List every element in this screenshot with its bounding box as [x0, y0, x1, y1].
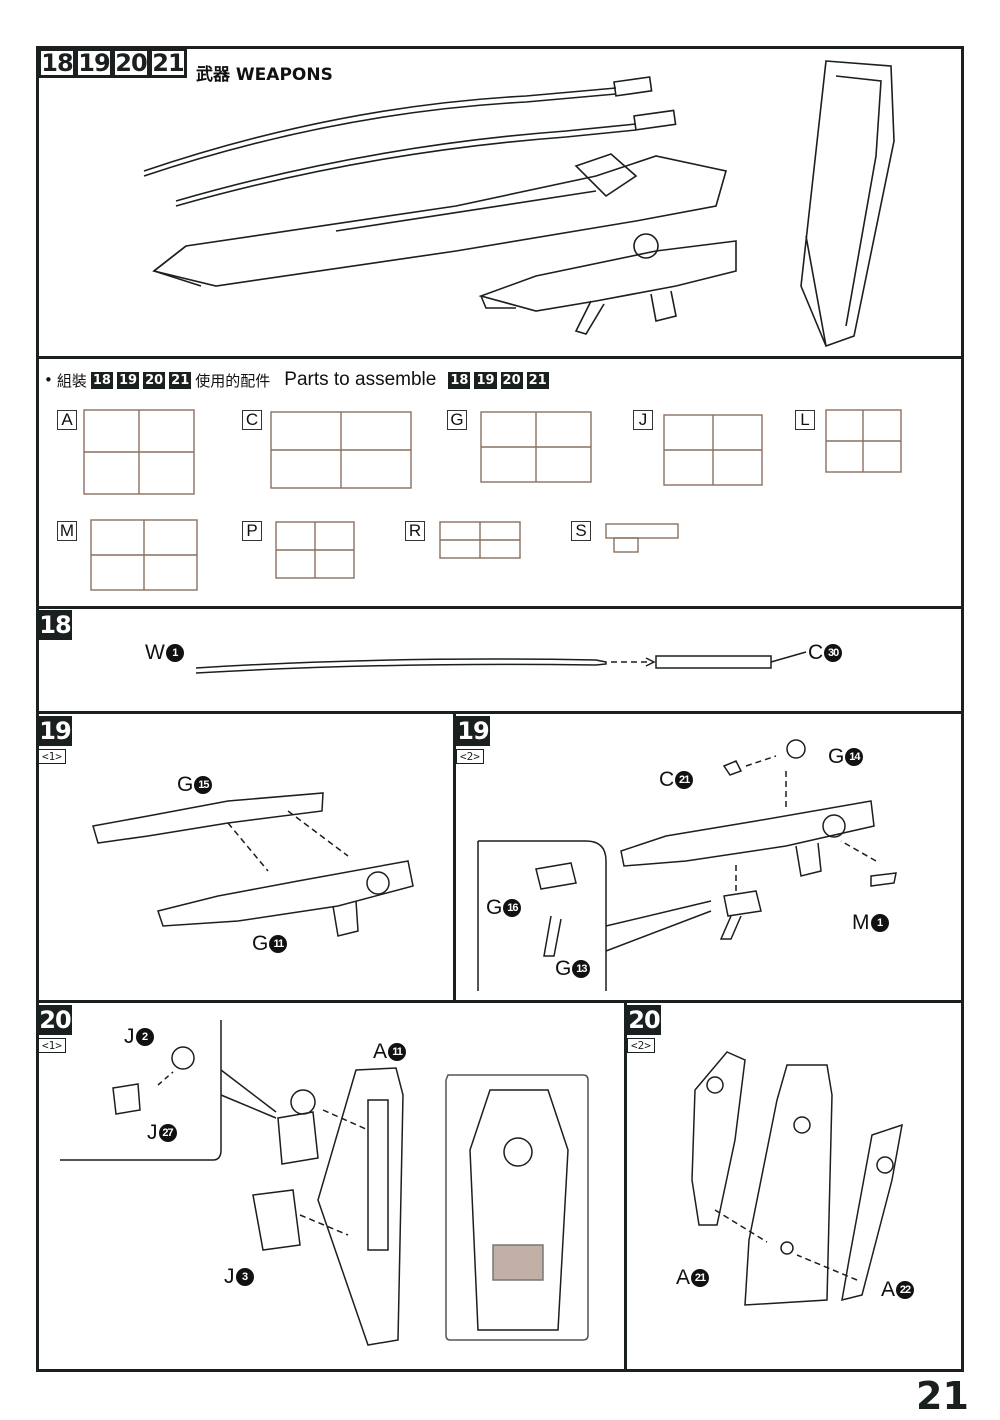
step-tag: 18 [448, 371, 471, 389]
runner-label-r: R [405, 521, 425, 541]
step-20b-number: 20 [627, 1005, 661, 1035]
runner-label-l: L [795, 410, 815, 430]
step-19b-illustration [477, 739, 897, 991]
parts-to-assemble-line: • 組裝 18 19 20 21 使用的配件 Parts to assemble… [44, 369, 549, 391]
step-number-21: 21 [149, 48, 187, 78]
page-frame [36, 46, 964, 1372]
step-20a-number: 20 [38, 1005, 72, 1035]
runner-label-c: C [242, 410, 262, 430]
runner-label-p: P [242, 521, 262, 541]
parts-label-cn-prefix: 組裝 [56, 371, 87, 390]
weapons-illustration [143, 60, 895, 348]
step-19b-number: 19 [456, 716, 490, 746]
step-18-number: 18 [38, 610, 72, 640]
step-number-18: 18 [38, 48, 76, 78]
step-number-20: 20 [112, 48, 150, 78]
step-20b-illustration [691, 1051, 903, 1306]
step-tag: 19 [116, 371, 140, 389]
divider [453, 711, 456, 1003]
runner-sprues [83, 409, 902, 591]
step-18-illustration [195, 651, 807, 674]
runner-label-g: G [447, 410, 467, 430]
runner-label-a: A [57, 410, 77, 430]
step-19a-sub: <1> [38, 749, 66, 764]
step-20a-sub: <1> [38, 1038, 66, 1053]
divider [624, 1000, 627, 1372]
divider [36, 711, 964, 714]
step-tag: 18 [90, 371, 113, 389]
runner-label-m: M [57, 521, 77, 541]
step-tag: 20 [500, 371, 523, 389]
step-20b-sub: <2> [627, 1038, 655, 1053]
parts-label-en: Parts to assemble [284, 369, 437, 390]
divider [36, 356, 964, 359]
runner-label-s: S [571, 521, 591, 541]
runner-label-j: J [633, 410, 653, 430]
step-tag: 21 [169, 371, 192, 389]
divider [36, 1000, 964, 1003]
step-tag: 20 [143, 371, 166, 389]
page-number: 21 [916, 1374, 969, 1418]
step-tag: 19 [474, 371, 497, 389]
step-19a-illustration [92, 792, 414, 937]
page-title: 武器 WEAPONS [196, 65, 333, 85]
divider [36, 606, 964, 609]
step-19a-number: 19 [38, 716, 72, 746]
parts-label-cn-suffix: 使用的配件 [195, 371, 271, 390]
bullet: • [44, 371, 53, 389]
step-19b-sub: <2> [456, 749, 484, 764]
step-tag: 21 [526, 371, 549, 389]
step-number-19: 19 [75, 48, 113, 78]
step-20a-illustration [60, 1020, 589, 1346]
